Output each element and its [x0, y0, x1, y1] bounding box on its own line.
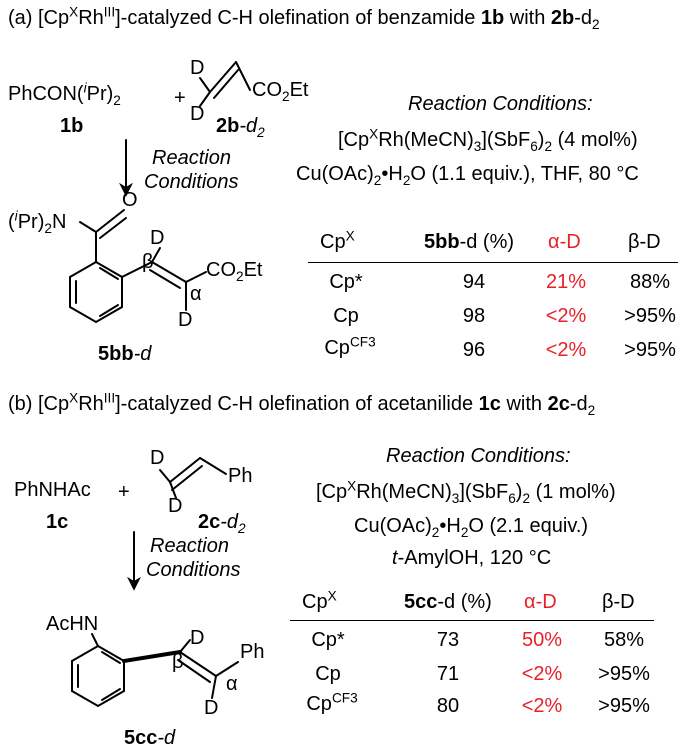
table-b-cell-beta: >95% [598, 695, 650, 717]
reactant-2c-d-bottom: D [168, 495, 183, 517]
product-5bb-bonds [69, 209, 207, 324]
table-a-cell-alpha: <2% [545, 305, 587, 327]
product-5cc-d-bottom: D [204, 697, 219, 719]
table-a-cell-beta: 88% [629, 271, 671, 293]
table-a-cell-yield: 96 [462, 339, 486, 361]
section-a-title: (a) [CpXRhIII]-catalyzed C-H olefination… [8, 4, 600, 32]
arrow-label-a-1: Reaction [152, 147, 231, 169]
table-a-cell-beta: >95% [624, 305, 676, 327]
table-b-cell-alpha: <2% [521, 663, 563, 685]
plus-sign-b: + [118, 481, 130, 503]
table-b-rule [290, 620, 654, 622]
product-5bb-beta: β [142, 251, 154, 273]
product-5bb-alpha: α [190, 283, 202, 305]
arrow-label-b-2: Conditions [146, 559, 241, 581]
table-b-cell-yield: 80 [436, 695, 460, 717]
table-b-cell-cp: Cp* [311, 629, 345, 651]
table-b-cell-beta: >95% [598, 663, 650, 685]
reactant-2c-d-top: D [150, 447, 165, 469]
reactant-1c-label: 1c [46, 511, 69, 533]
table-a-cell-cp: Cp [333, 305, 359, 327]
product-5bb-amide: (iPr)2N [8, 208, 67, 236]
product-5cc-alpha: α [226, 673, 238, 695]
table-b-cell-cp: Cp [315, 663, 341, 685]
reactant-2b-bonds [199, 61, 251, 107]
product-5bb-label: 5bb-d [98, 343, 152, 365]
reactant-2c-label: 2c-d2 [198, 511, 246, 536]
arrow-label-a-2: Conditions [144, 171, 239, 193]
table-b-cell-cp: CpCF3 [306, 690, 358, 715]
reactant-2b-ester: CO2Et [252, 79, 309, 104]
table-a-rule [308, 262, 678, 264]
table-b-header-beta: β-D [602, 591, 635, 613]
table-a-cell-alpha: <2% [545, 339, 587, 361]
product-5cc-bonds [71, 633, 239, 708]
table-b-cell-yield: 73 [436, 629, 460, 651]
table-a-cell-alpha: 21% [545, 271, 587, 293]
table-a-header-cp: CpX [320, 228, 355, 253]
table-a-cell-yield: 94 [462, 271, 486, 293]
table-a-header-alpha: α-D [548, 231, 581, 253]
table-b-cell-alpha: <2% [521, 695, 563, 717]
reactant-2b-d-bottom: D [190, 103, 205, 125]
conditions-a-line1: [CpXRh(MeCN)3](SbF6)2 (4 mol%) [338, 126, 638, 154]
product-5cc-phenyl: Ph [240, 641, 265, 663]
conditions-b-title: Reaction Conditions: [386, 445, 571, 467]
product-5bb-d-top: D [150, 227, 165, 249]
product-5cc-amide: AcHN [46, 613, 99, 635]
conditions-b-line2: Cu(OAc)2•H2O (2.1 equiv.) [354, 515, 589, 540]
reactant-2b-d-top: D [190, 57, 205, 79]
conditions-a-line2: Cu(OAc)2•H2O (1.1 equiv.), THF, 80 °C [296, 163, 639, 188]
product-5bb-ester: CO2Et [206, 259, 263, 284]
table-b-header-cp: CpX [302, 588, 337, 613]
table-a-cell-cp: Cp* [329, 271, 363, 293]
product-5cc-beta: β [172, 651, 184, 673]
reactant-1b-label: 1b [60, 115, 84, 137]
product-5cc-d-top: D [190, 627, 205, 649]
reactant-1b-formula: PhCON(iPr)2 [8, 80, 121, 108]
product-5cc-label: 5cc-d [124, 727, 176, 749]
table-b-header-yield: 5cc-d (%) [404, 591, 492, 613]
conditions-a-title: Reaction Conditions: [408, 93, 593, 115]
section-b-title: (b) [CpXRhIII]-catalyzed C-H olefination… [8, 390, 596, 418]
reactant-2c-bonds [159, 457, 227, 499]
plus-sign-a: + [174, 87, 186, 109]
conditions-b-line3: t-AmylOH, 120 °C [392, 547, 552, 569]
reactant-1c-formula: PhNHAc [14, 479, 91, 501]
table-b-header-alpha: α-D [524, 591, 557, 613]
conditions-b-line1: [CpXRh(MeCN)3](SbF6)2 (1 mol%) [316, 478, 616, 506]
table-b-cell-yield: 71 [436, 663, 460, 685]
reactant-2c-phenyl: Ph [228, 465, 253, 487]
arrow-label-b-1: Reaction [150, 535, 229, 557]
table-a-cell-cp: CpCF3 [324, 334, 376, 359]
table-a-cell-beta: >95% [624, 339, 676, 361]
table-a-header-yield: 5bb-d (%) [424, 231, 515, 253]
table-a-header-beta: β-D [628, 231, 661, 253]
table-a-cell-yield: 98 [462, 305, 486, 327]
table-b-cell-alpha: 50% [521, 629, 563, 651]
table-b-cell-beta: 58% [603, 629, 645, 651]
product-5bb-d-bottom: D [178, 309, 193, 331]
reactant-2b-label: 2b-d2 [216, 115, 265, 140]
